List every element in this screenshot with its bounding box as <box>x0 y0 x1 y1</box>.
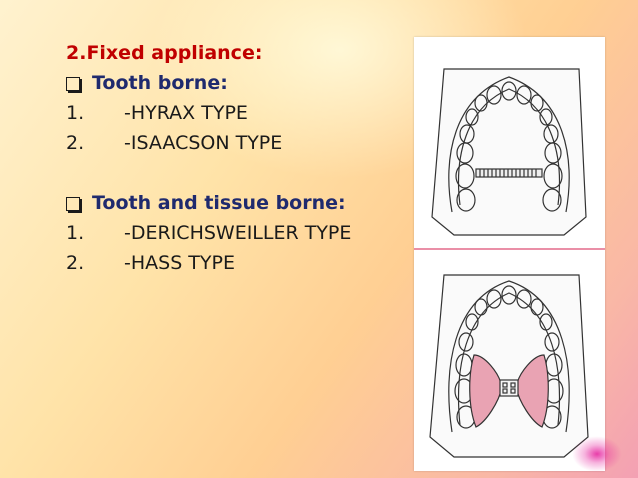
checkbox-square-icon <box>66 77 80 91</box>
section-title-label: Tooth and tissue borne: <box>92 192 346 214</box>
slide-heading: 2.Fixed appliance: <box>66 42 263 64</box>
list-item-text: -HYRAX TYPE <box>124 102 248 124</box>
list-item: 2. -ISAACSON TYPE <box>66 128 406 158</box>
haas-screw <box>499 379 519 397</box>
section-title-tooth-borne: Tooth borne: <box>66 68 406 98</box>
list-item-number: 1. <box>66 222 85 244</box>
slide-text-block: 2.Fixed appliance: Tooth borne: 1. -HYRAX… <box>66 38 406 278</box>
list-item-number: 2. <box>66 132 85 154</box>
expander-illustrations-svg <box>414 68 605 458</box>
list-item: 1. -HYRAX TYPE <box>66 98 406 128</box>
list-item-text: -DERICHSWEILLER TYPE <box>124 222 352 244</box>
list-item-number: 2. <box>66 252 85 274</box>
section-title-tooth-and-tissue-borne: Tooth and tissue borne: <box>66 188 406 218</box>
upper-arch-teeth <box>455 81 563 212</box>
hyrax-expander-illustration <box>431 68 587 236</box>
acrylic-pad-left <box>469 354 503 428</box>
list-item: 2. -HASS TYPE <box>66 248 406 278</box>
upper-arch-teeth <box>454 285 564 429</box>
section-title-label: Tooth borne: <box>92 72 228 94</box>
list-item-text: -ISAACSON TYPE <box>124 132 283 154</box>
decorative-sparkle <box>572 436 622 472</box>
list-item-number: 1. <box>66 102 85 124</box>
checkbox-square-icon <box>66 197 80 211</box>
hyrax-screw <box>475 168 543 178</box>
haas-expander-illustration <box>429 274 589 458</box>
acrylic-pad-right <box>515 354 549 428</box>
list-item: 1. -DERICHSWEILLER TYPE <box>66 218 406 248</box>
list-item-text: -HASS TYPE <box>124 252 235 274</box>
expander-figure <box>414 37 605 471</box>
section-spacer <box>66 158 406 188</box>
